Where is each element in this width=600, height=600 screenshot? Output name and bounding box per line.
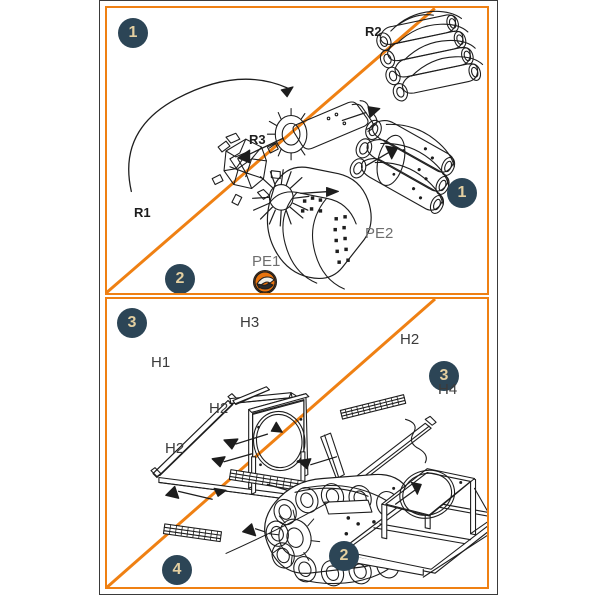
step-badge-2: 2 xyxy=(165,264,195,293)
step-badge-4: 4 xyxy=(162,555,192,585)
part-label-h4: H4 xyxy=(438,381,458,398)
part-label-h3: H3 xyxy=(240,314,260,331)
part-label-h2-top: H2 xyxy=(400,331,420,348)
step-badge-3-sub: 3 xyxy=(429,361,459,391)
part-label-h1: H1 xyxy=(151,354,171,371)
step-badge-1-sub: 1 xyxy=(447,178,477,208)
instruction-panel-2: 3 4 2 3 H3 H2 H1 H4 H2 H2 xyxy=(105,297,489,589)
part-label-pe1: PE1 xyxy=(252,253,281,270)
step-badge-2-sub: 2 xyxy=(329,541,359,571)
panel-1-line-art xyxy=(128,10,484,290)
part-label-r3: R3 xyxy=(249,132,266,147)
part-label-r1: R1 xyxy=(134,205,151,220)
part-label-r2: R2 xyxy=(365,24,382,39)
panel-2-line-art xyxy=(150,386,487,587)
part-label-h2-mid: H2 xyxy=(209,400,229,417)
panel-2-diagonal-divider xyxy=(107,299,436,587)
panel-1-diagonal-divider xyxy=(107,8,436,293)
part-label-pe2: PE2 xyxy=(365,225,394,242)
part-label-h2-low: H2 xyxy=(165,440,185,457)
step-badge-1: 1 xyxy=(118,18,148,48)
step-badge-3: 3 xyxy=(117,308,147,338)
photoetch-bend-icon xyxy=(253,270,277,293)
instruction-panel-1: 1 2 1 R2 R3 R1 PE1 PE2 xyxy=(105,6,489,295)
